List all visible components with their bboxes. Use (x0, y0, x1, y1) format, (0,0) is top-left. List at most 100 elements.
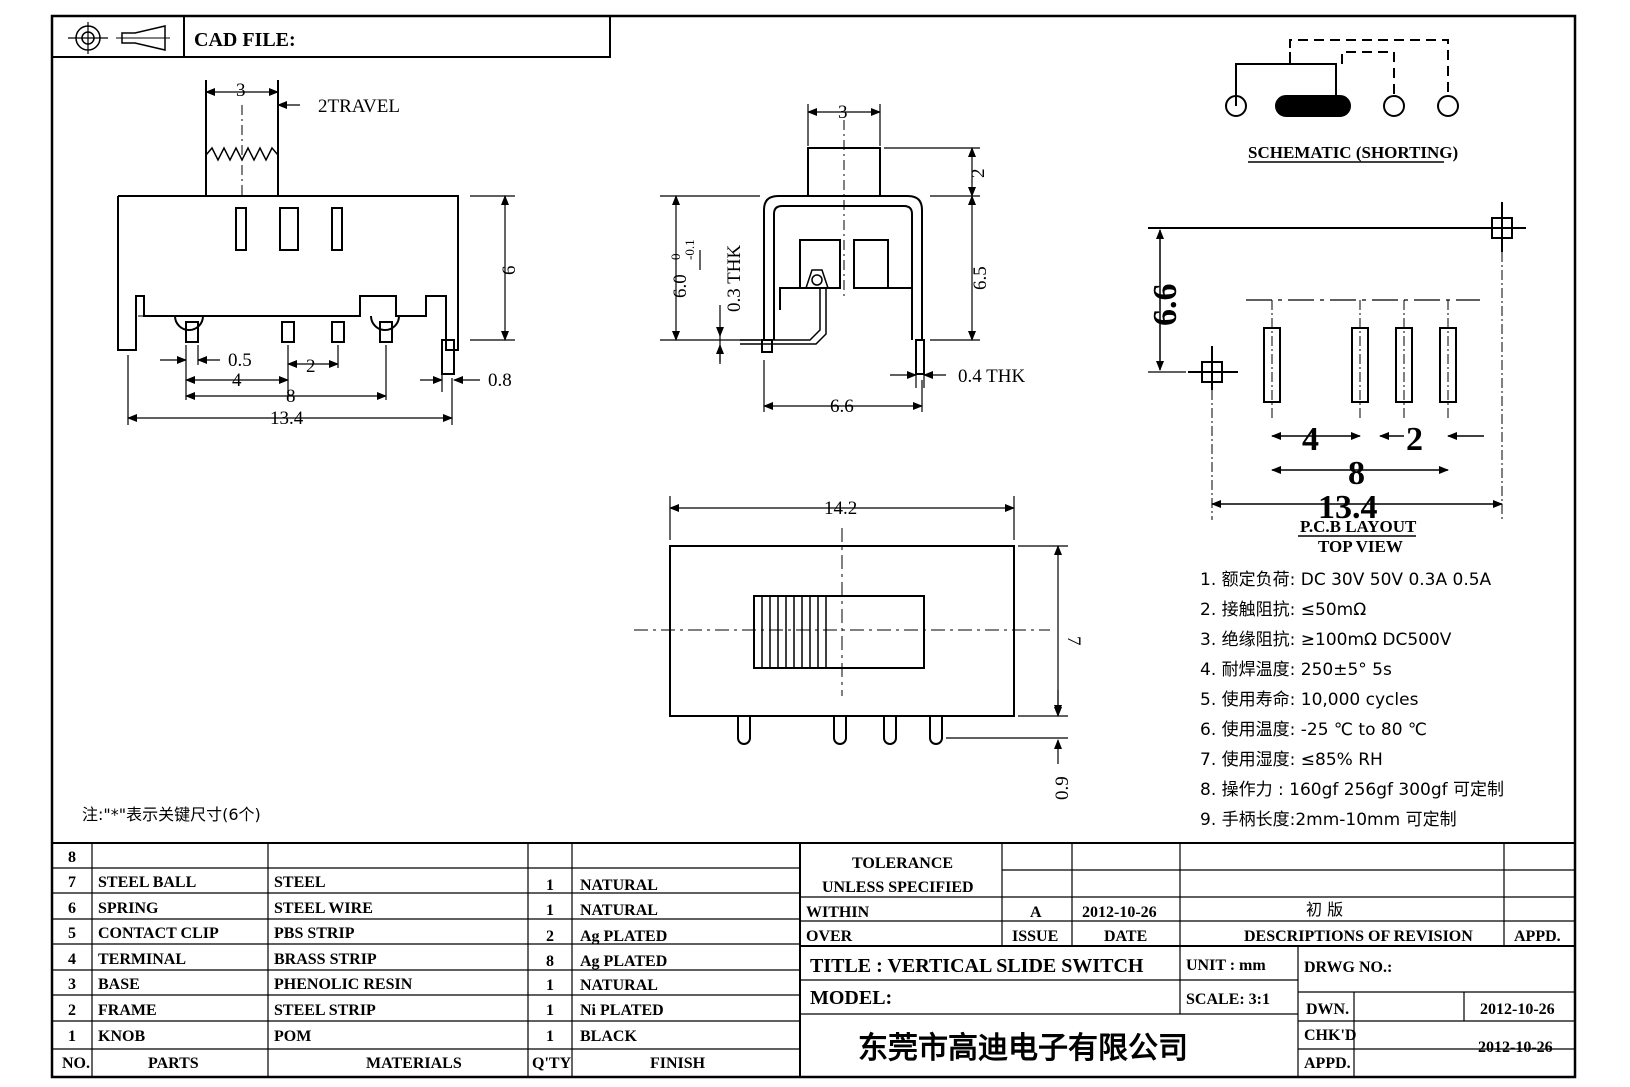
bottom-dim-pin-length: 0.9 (1052, 776, 1073, 800)
table-row-part: KNOB (98, 1028, 145, 1045)
side-dim-pitch-small: 2 (306, 356, 316, 377)
table-row-part: STEEL BALL (98, 874, 196, 891)
drwg-no-label: DRWG NO.: (1304, 959, 1392, 976)
spec-item: 9. 手柄长度:2mm-10mm 可定制 (1200, 810, 1457, 830)
side-dim-pin-width: 0.5 (228, 350, 252, 371)
model-label: MODEL: (810, 987, 892, 1009)
front-view-labels: 3 2 6.0 0 -0.1 0.3 THK 6.5 0.4 THK 6.6 (668, 102, 1025, 417)
side-view-labels: 3 2TRAVEL 6 0.5 2 4 8 13.4 0.8 (228, 80, 520, 429)
revision-letter: A (1030, 904, 1042, 921)
bottom-dim-length: 14.2 (824, 498, 857, 519)
scale-label: SCALE: 3:1 (1186, 991, 1270, 1008)
side-view-dimensions (127, 88, 515, 425)
table-row-no: 1 (68, 1028, 76, 1045)
dwn-label: DWN. (1306, 1001, 1349, 1018)
table-row-no: 3 (68, 976, 76, 993)
drawing-border (50, 14, 1577, 1079)
pcb-datum-icon (1478, 202, 1526, 252)
chkd-date: 2012-10-26 (1478, 1039, 1553, 1056)
date-label: DATE (1104, 928, 1147, 945)
table-row-part: SPRING (98, 900, 159, 917)
table-header-no: NO. (62, 1055, 90, 1072)
table-row-part: BASE (98, 976, 140, 993)
front-dim-height-tol-lower: -0.1 (682, 239, 697, 260)
pcb-datum-icon-2 (1188, 346, 1238, 390)
front-dim-thk-03: 0.3 THK (724, 245, 745, 312)
appd-label: APPD. (1514, 928, 1561, 945)
bottom-view-dimensions (669, 496, 1068, 764)
issue-label: ISSUE (1012, 928, 1058, 945)
title-block (800, 843, 1575, 1077)
unit-label: UNIT : mm (1186, 957, 1266, 974)
table-row-material: POM (274, 1028, 311, 1045)
drawing-title: TITLE : VERTICAL SLIDE SWITCH (810, 955, 1144, 977)
table-row-finish: NATURAL (580, 902, 658, 919)
pcb-layout (1148, 202, 1526, 520)
table-row-no: 6 (68, 900, 76, 917)
front-dim-height-main: 6.0 (670, 274, 691, 298)
bottom-dim-width: 7 (1063, 636, 1084, 646)
side-dim-pitch-4: 4 (232, 370, 242, 391)
table-row-material: PHENOLIC RESIN (274, 976, 413, 993)
table-row-no: 2 (68, 1002, 76, 1019)
cad-file-label: CAD FILE: (194, 29, 296, 51)
table-row-material: STEEL WIRE (274, 900, 373, 917)
pcb-label-topview: TOP VIEW (1318, 537, 1403, 556)
schematic-label: SCHEMATIC (SHORTING) (1248, 143, 1458, 162)
pcb-dim-66: 6.6 (1147, 284, 1184, 327)
table-row-no: 7 (68, 874, 76, 891)
table-row-no: 4 (68, 951, 76, 968)
table-row-qty: 1 (546, 1028, 554, 1045)
pcb-labels: 6.6 4 2 8 13.4 P.C.B LAYOUT TOP VIEW (1147, 284, 1423, 557)
pcb-dimensions (1156, 229, 1503, 537)
front-dim-height-tol-upper: 0 (668, 254, 683, 261)
table-row-qty: 1 (546, 1002, 554, 1019)
table-header-qty: Q'TY (532, 1055, 572, 1072)
parts-table (52, 842, 1575, 1077)
dwn-date: 2012-10-26 (1480, 1001, 1555, 1018)
table-row-qty: 8 (546, 953, 554, 970)
table-row-qty: 1 (546, 977, 554, 994)
table-row-part: FRAME (98, 1002, 157, 1019)
front-dim-height-65: 6.5 (970, 266, 991, 290)
table-row-part: TERMINAL (98, 951, 186, 968)
spec-item: 7. 使用湿度: ≤85% RH (1200, 749, 1383, 770)
side-dim-pitch-8: 8 (286, 386, 296, 407)
spec-item: 1. 额定负荷: DC 30V 50V 0.3A 0.5A (1200, 570, 1492, 590)
spec-item: 3. 绝缘阻抗: ≥100mΩ DC500V (1200, 630, 1452, 650)
table-row-material: BRASS STRIP (274, 951, 377, 968)
side-dim-travel: 2TRAVEL (318, 96, 400, 117)
table-row-qty: 1 (546, 902, 554, 919)
spec-item: 4. 耐焊温度: 250±5° 5s (1200, 660, 1392, 680)
title-block-text: TOLERANCE UNLESS SPECIFIED WITHIN OVER A… (806, 855, 1561, 1072)
appd2-label: APPD. (1304, 1055, 1351, 1072)
projection-symbol-icon (68, 22, 170, 54)
header-box: CAD FILE: (51, 15, 611, 58)
table-row-qty: 1 (546, 877, 554, 894)
table-row-material: STEEL STRIP (274, 1002, 376, 1019)
side-dim-height: 6 (499, 266, 520, 276)
chkd-label: CHK'D (1304, 1027, 1356, 1044)
descriptions-label: DESCRIPTIONS OF REVISION (1244, 928, 1473, 945)
bottom-view-labels: 14.2 7 0.9 (824, 498, 1084, 800)
side-dim-total: 13.4 (270, 408, 304, 429)
spec-item: 2. 接触阻抗: ≤50mΩ (1200, 600, 1366, 620)
front-view-dimensions (660, 104, 980, 412)
parts-table-text: NO. PARTS MATERIALS Q'TY FINISH 8 7 STEE… (62, 849, 706, 1072)
table-row-part: CONTACT CLIP (98, 925, 219, 942)
table-row-no: 8 (68, 849, 76, 866)
pcb-dim-2: 2 (1406, 421, 1423, 458)
spec-item: 6. 使用温度: -25 ℃ to 80 ℃ (1200, 719, 1427, 740)
side-dim-top: 3 (236, 80, 246, 101)
bottom-view (634, 528, 1050, 745)
pcb-dim-4: 4 (1302, 421, 1319, 458)
spec-item: 5. 使用寿命: 10,000 cycles (1200, 689, 1419, 710)
table-row-no: 5 (68, 925, 76, 942)
spec-list: 1. 额定负荷: DC 30V 50V 0.3A 0.5A 2. 接触阻抗: ≤… (1200, 570, 1504, 830)
pcb-dim-8: 8 (1348, 455, 1365, 492)
tolerance-line-1: TOLERANCE (852, 855, 953, 872)
revision-date: 2012-10-26 (1082, 904, 1157, 921)
front-view (740, 120, 925, 375)
pcb-dim-134: 13.4 (1318, 489, 1378, 526)
